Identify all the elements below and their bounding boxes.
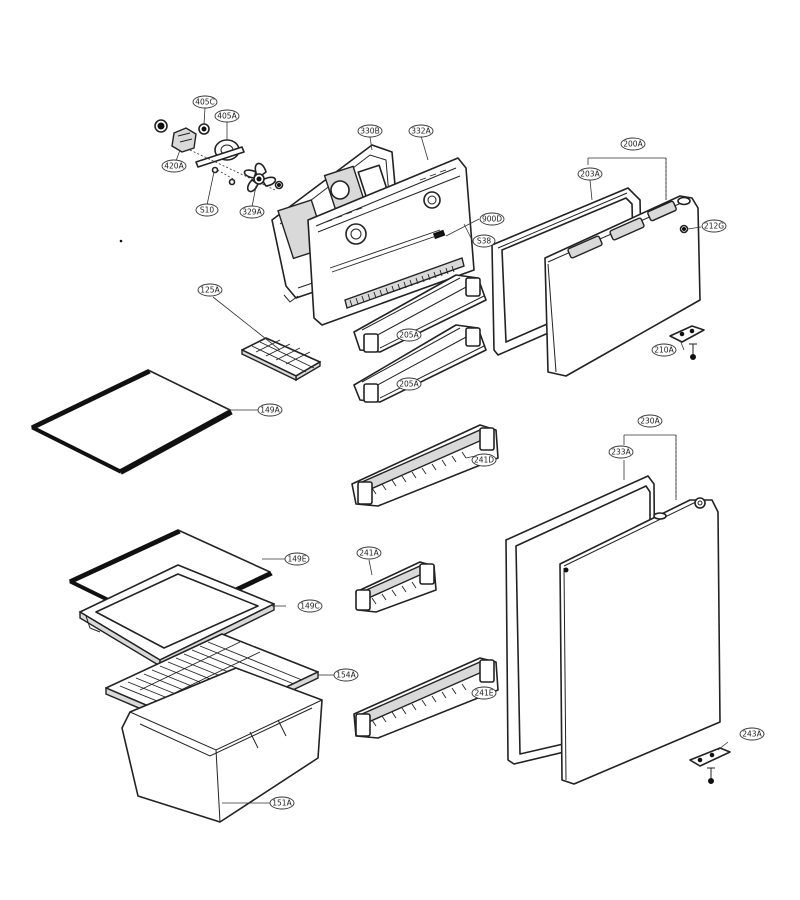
- svg-text:154A: 154A: [336, 671, 356, 680]
- callout-205A-lower: 205A: [396, 377, 422, 391]
- callout-205A-upper: 205A: [396, 328, 422, 342]
- svg-text:205A: 205A: [399, 331, 419, 340]
- svg-text:330B: 330B: [360, 127, 379, 136]
- callout-212G: 212G: [701, 219, 727, 233]
- refrigerator-door: [559, 497, 721, 785]
- callout-210A: 210A: [651, 343, 677, 357]
- leader-lines: [175, 107, 729, 804]
- callout-405C: 405C: [192, 95, 218, 109]
- svg-text:241D: 241D: [474, 456, 494, 465]
- svg-text:233A: 233A: [611, 448, 631, 457]
- svg-text:149A: 149A: [260, 406, 280, 415]
- svg-text:149C: 149C: [300, 602, 320, 611]
- svg-text:151A: 151A: [272, 799, 292, 808]
- callout-330B: 330B: [357, 124, 383, 138]
- door-rack-upper: [351, 424, 499, 507]
- svg-text:125A: 125A: [200, 286, 220, 295]
- callout-243A: 243A: [739, 727, 765, 741]
- freezer-door-shelf-lower: [353, 324, 487, 403]
- svg-text:212G: 212G: [704, 222, 724, 231]
- ice-tray: [241, 337, 321, 382]
- svg-text:200A: 200A: [623, 140, 643, 149]
- callout-241E: 241E: [471, 686, 497, 700]
- callout-151A: 151A: [269, 796, 295, 810]
- callout-900D: 900D: [479, 212, 505, 226]
- callout-149A: 149A: [257, 403, 283, 417]
- svg-text:900D: 900D: [482, 215, 502, 224]
- callout-S10: S10: [195, 203, 219, 217]
- svg-text:210A: 210A: [654, 346, 674, 355]
- door-rack-lower: [353, 657, 499, 739]
- svg-text:230A: 230A: [640, 417, 660, 426]
- callout-149E: 149E: [284, 552, 310, 566]
- svg-text:329A: 329A: [242, 208, 262, 217]
- svg-text:243A: 243A: [742, 730, 762, 739]
- svg-text:149E: 149E: [287, 555, 306, 564]
- callout-420A: 420A: [161, 159, 187, 173]
- callout-203A: 203A: [577, 167, 603, 181]
- svg-text:S38: S38: [477, 237, 492, 246]
- fan-blade: [243, 162, 277, 193]
- glass-shelf-upper: [30, 369, 233, 475]
- callout-241A: 241A: [356, 546, 382, 560]
- svg-text:405C: 405C: [195, 98, 215, 107]
- callout-233A: 233A: [608, 445, 634, 459]
- callout-149C: 149C: [297, 599, 323, 613]
- fan-motor-assembly: [154, 119, 284, 193]
- callout-200A: 200A: [620, 137, 646, 151]
- callout-405A: 405A: [214, 109, 240, 123]
- svg-text:203A: 203A: [580, 170, 600, 179]
- fan-cover-panel: [307, 157, 475, 326]
- door-rack-small: [355, 561, 437, 613]
- crisper-drawer: [121, 667, 323, 823]
- svg-text:420A: 420A: [164, 162, 184, 171]
- freezer-door-shelf-upper: [353, 274, 487, 353]
- callout-332A: 332A: [408, 124, 434, 138]
- svg-text:241E: 241E: [474, 689, 493, 698]
- svg-text:205A: 205A: [399, 380, 419, 389]
- crisper-shelf-frame: [79, 564, 275, 668]
- freezer-door-hinge: [669, 325, 705, 360]
- svg-text:405A: 405A: [217, 112, 237, 121]
- callout-230A: 230A: [637, 414, 663, 428]
- callout-154A: 154A: [333, 668, 359, 682]
- svg-text:S10: S10: [200, 206, 215, 215]
- callout-241D: 241D: [471, 453, 497, 467]
- lower-door-hinge: [689, 747, 731, 784]
- callout-329A: 329A: [239, 205, 265, 219]
- callout-S38: S38: [472, 234, 496, 248]
- freezer-door: [544, 195, 701, 377]
- svg-text:332A: 332A: [411, 127, 431, 136]
- callout-125A: 125A: [197, 283, 223, 297]
- svg-text:241A: 241A: [359, 549, 379, 558]
